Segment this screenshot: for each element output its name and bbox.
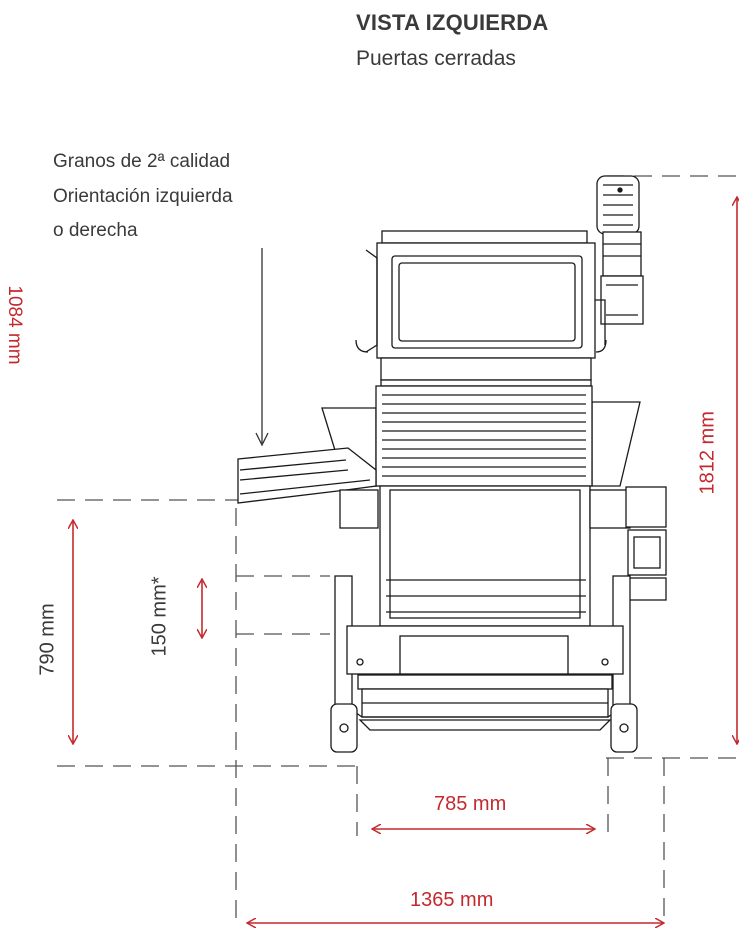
upper-hopper [355, 230, 607, 387]
view-subtitle: Puertas cerradas [356, 47, 516, 70]
dimension-150: 150 mm* [148, 576, 171, 657]
motor [596, 175, 644, 325]
middle-body [321, 385, 641, 487]
dimension-1812: 1812 mm [696, 411, 719, 495]
reference-lines [57, 175, 739, 920]
view-title: VISTA IZQUIERDA [356, 10, 549, 35]
frame [330, 575, 638, 753]
dimension-785: 785 mm [434, 793, 507, 815]
lower-body [379, 485, 667, 627]
dimension-790: 790 mm [36, 603, 59, 676]
dimension-1365: 1365 mm [410, 889, 494, 911]
annotation-line-1: Granos de 2ª calidad [53, 151, 231, 172]
dimension-1084: 1084 mm [4, 285, 25, 365]
dimension-lines [73, 197, 737, 923]
grain-chute [237, 447, 379, 529]
annotation-arrow [255, 248, 269, 447]
annotation-line-2: Orientación izquierda [53, 186, 233, 207]
annotation-line-3: o derecha [53, 220, 138, 241]
